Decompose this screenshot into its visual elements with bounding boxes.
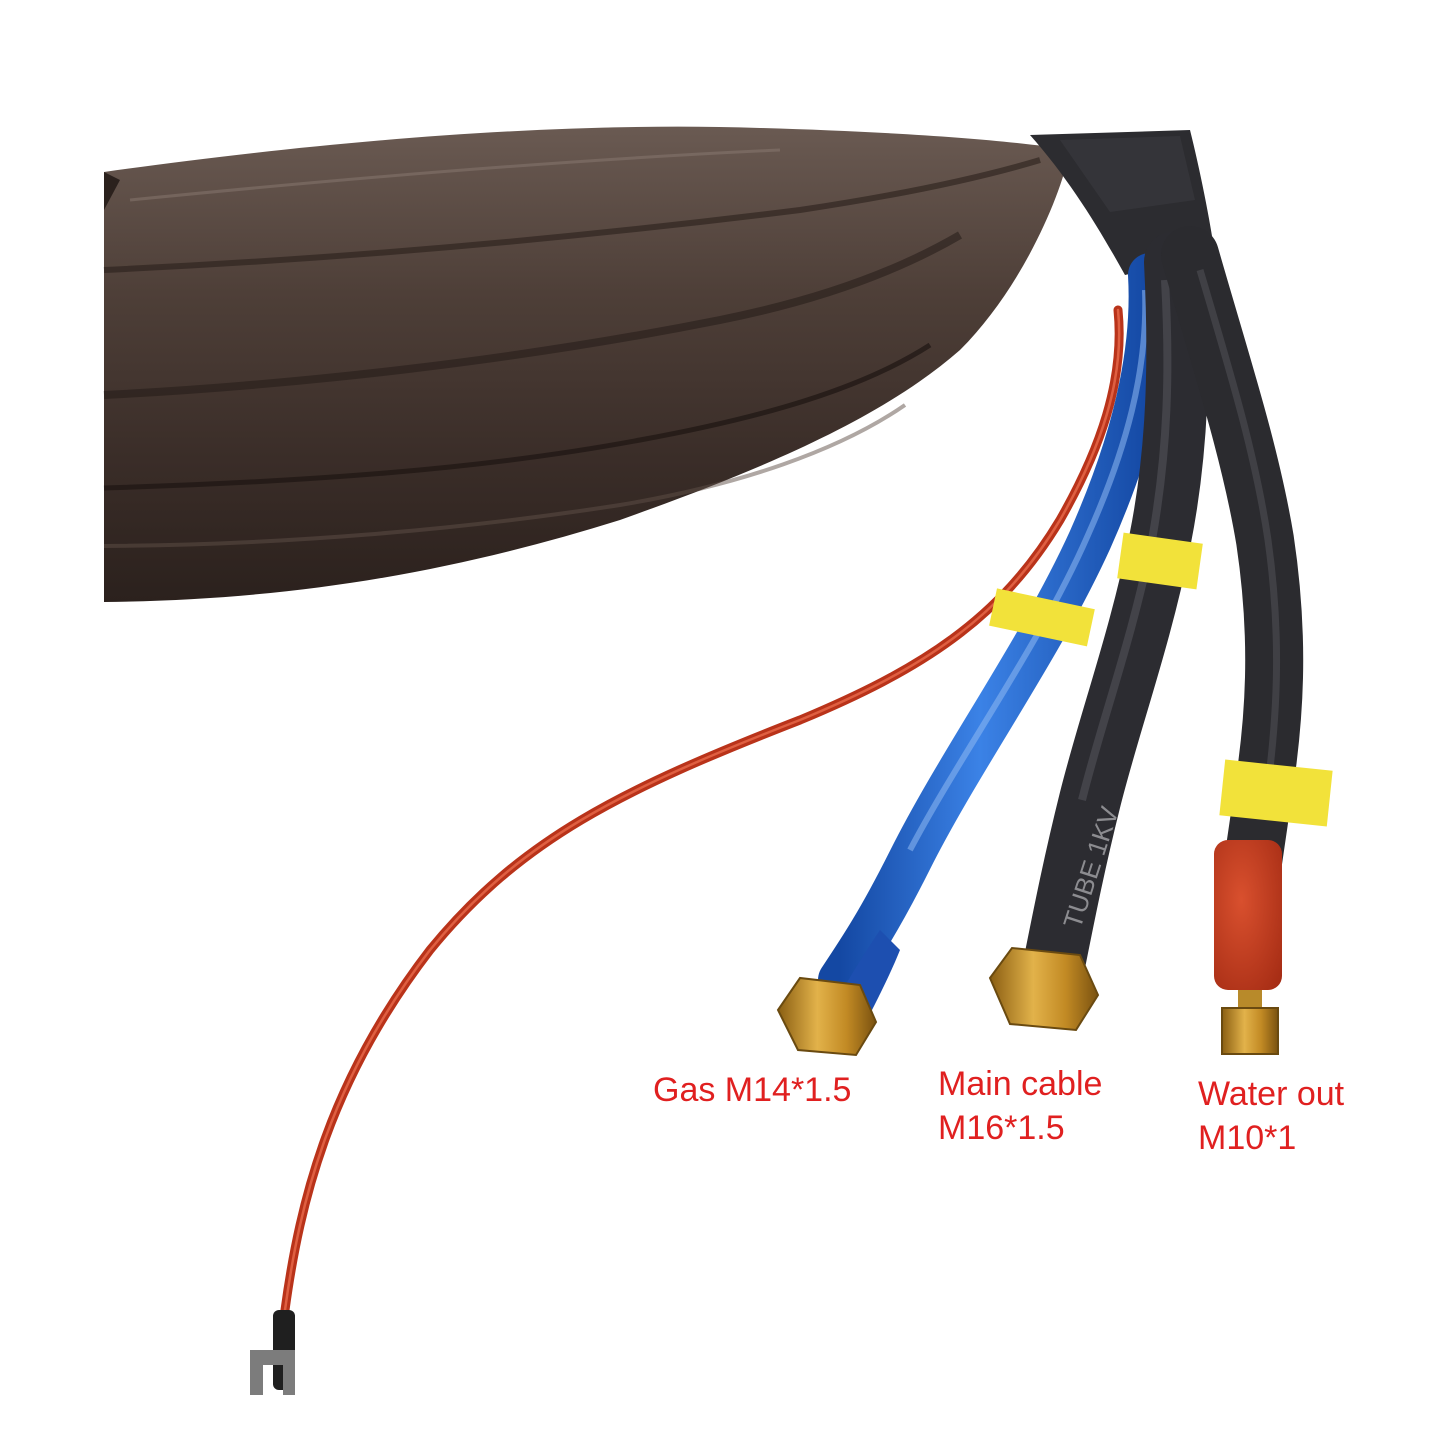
main-cable-thread: M16*1.5 bbox=[938, 1109, 1065, 1147]
water-out-label: Water out bbox=[1198, 1075, 1345, 1113]
water-out-hose bbox=[1161, 226, 1333, 990]
gas-fitting bbox=[776, 976, 878, 1057]
tape-label bbox=[1117, 532, 1203, 590]
main-cable-fitting bbox=[988, 946, 1100, 1032]
water-out-thread: M10*1 bbox=[1198, 1119, 1297, 1157]
main-cable-annotation: Main cable M16*1.5 bbox=[938, 1062, 1102, 1150]
water-out-annotation: Water out M10*1 bbox=[1198, 1072, 1344, 1160]
gas-hose bbox=[818, 253, 1173, 1010]
tape-label bbox=[1219, 759, 1333, 827]
gas-annotation: Gas M14*1.5 bbox=[653, 1068, 851, 1112]
water-out-fitting bbox=[1221, 990, 1279, 1055]
red-sleeve bbox=[1214, 840, 1282, 990]
tape-label bbox=[989, 588, 1095, 647]
leather-cover bbox=[103, 126, 1070, 602]
main-cable-label: Main cable bbox=[938, 1065, 1103, 1103]
gas-label: Gas M14*1.5 bbox=[653, 1071, 852, 1109]
fork-terminal bbox=[250, 1350, 295, 1395]
control-wire bbox=[250, 305, 1124, 1395]
